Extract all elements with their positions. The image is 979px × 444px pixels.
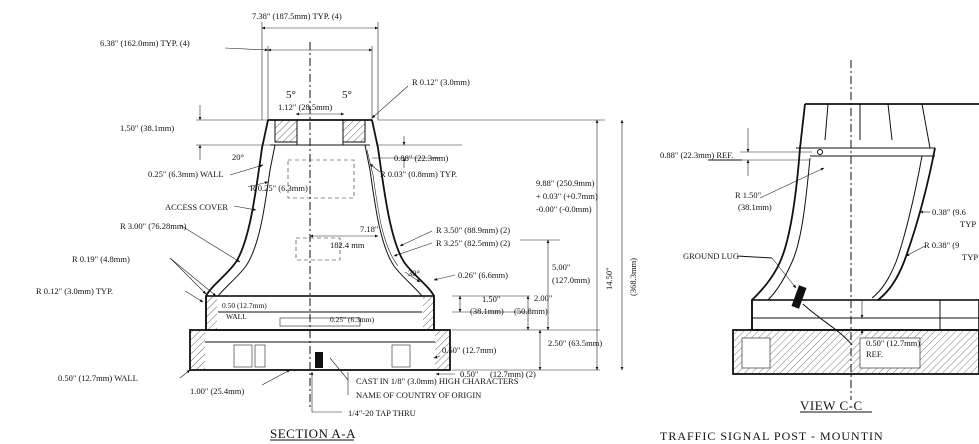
dim-angle-30: 30° (408, 268, 420, 278)
drawing-caption: TRAFFIC SIGNAL POST - MOUNTIN (660, 429, 884, 443)
label-ref: REF. (866, 349, 883, 359)
note-tap: 1/4"-20 TAP THRU (348, 408, 416, 418)
dim-1824: 182.4 mm (330, 240, 365, 250)
dim-radius-325: R 3.25" (82.5mm) (2) (436, 238, 510, 248)
dim-150b: 1.50" (482, 294, 500, 304)
dim-1450: 14.50" (604, 267, 614, 290)
top-head (268, 119, 372, 146)
dim-127-2: (12.7mm) (2) (490, 369, 536, 379)
dim-top-width: 7.38" (187.5mm) TYP. (4) (252, 11, 342, 21)
label-typ-2: TYP (962, 252, 978, 262)
section-a-dimensions (169, 22, 624, 413)
dim-radius-top: R 0.12" (3.0mm) (412, 77, 470, 87)
label-ground-lug: GROUND LUG (683, 251, 739, 261)
note-cast-2: NAME OF COUNTRY OF ORIGIN (356, 390, 481, 400)
dim-ref-088: 0.88" (22.3mm) REF. (660, 150, 733, 160)
dim-radius-300: R 3.00" (76.28mm) (120, 221, 186, 231)
dim-050-2: 0.50" (460, 369, 478, 379)
dim-100: 1.00" (25.4mm) (190, 386, 244, 396)
bell-outer-left (205, 119, 269, 330)
dim-718: 7.18" (360, 224, 378, 234)
dim-038: 0.38" (9.6 (932, 207, 966, 217)
dim-angle-left: 5° (286, 89, 296, 101)
dim-wall-050: 0.50 (12.7mm) (222, 301, 267, 310)
section-a-labels: 7.38" (187.5mm) TYP. (4) 6.38" (162.0mm)… (36, 11, 638, 441)
label-wall: WALL (226, 312, 247, 321)
view-c-bell-left (751, 147, 801, 330)
dim-radius-350: R 3.50" (88.9mm) (2) (436, 225, 510, 235)
dim-radius-025: R 0.25" (6.3mm) (250, 183, 308, 193)
dim-radius-150: R 1.50" (735, 190, 761, 200)
view-c-head (796, 103, 979, 157)
dim-200: 2.00" (534, 293, 552, 303)
dim-988: 9.88" (250.9mm) (536, 178, 595, 188)
dim-026: 0.26" (6.6mm) (458, 270, 508, 280)
dim-upper-width: 6.38" (162.0mm) TYP. (4) (100, 38, 190, 48)
label-typ-1: TYP (960, 219, 976, 229)
bell-inner-left (217, 144, 276, 297)
dim-inner-width: 1.12" (28.5mm) (278, 102, 332, 112)
dim-angle-20: 20° (232, 152, 244, 162)
dim-wall-025: 0.25" (6.3mm) WALL (148, 169, 224, 179)
dim-radius-019: R 0.19" (4.8mm) (72, 254, 130, 264)
dim-wall-bottom: 0.50" (12.7mm) WALL (58, 373, 138, 383)
base-lower (189, 329, 451, 371)
dim-angle-right: 5° (342, 89, 352, 101)
title-section-a: SECTION A-A (270, 426, 356, 441)
label-access-cover: ACCESS COVER (165, 202, 228, 212)
bell-outer-right (371, 119, 435, 330)
dim-381: (38.1mm) (470, 306, 504, 316)
dim-050-127: 0.50" (12.7mm) (442, 345, 496, 355)
dim-tol-plus: + 0.03" (+0.7mm) (536, 191, 598, 201)
dim-250: 2.50" (63.5mm) (548, 338, 602, 348)
title-view-c: VIEW C-C (800, 398, 863, 413)
dim-3683: (368.3mm) (628, 258, 638, 296)
dim-500: 5.00" (552, 262, 570, 272)
bell-inner-right (364, 144, 423, 297)
dim-radius-150-mm: (38.1mm) (738, 202, 772, 212)
dim-radius-038: R 0.38" (9 (924, 240, 959, 250)
dim-radius-012: R 0.12" (3.0mm) TYP. (36, 286, 113, 296)
view-c-dimensions (740, 128, 930, 335)
dim-tol-minus: -0.00" (-0.0mm) (536, 204, 592, 214)
dim-1270: (127.0mm) (552, 275, 590, 285)
view-c-base (732, 299, 979, 375)
dim-025b: 0.25" (6.3mm) (330, 315, 375, 324)
dim-050: 0.50" (12.7mm) (866, 338, 920, 348)
note-cast-1: CAST IN 1/8" (3.0mm) HIGH CHARACTERS (356, 376, 519, 386)
view-c-bell-right (877, 147, 936, 301)
view-c-labels: 0.88" (22.3mm) REF. R 1.50" (38.1mm) GRO… (660, 150, 978, 413)
dim-088: 0.88" (22.3mm) (394, 153, 448, 163)
dim-radius-003: R 0.03" (0.8mm) TYP. (380, 169, 457, 179)
view-c-c: 0.88" (22.3mm) REF. R 1.50" (38.1mm) GRO… (660, 60, 979, 413)
dim-508: (50.8mm) (514, 306, 548, 316)
section-a-a: 7.38" (187.5mm) TYP. (4) 6.38" (162.0mm)… (36, 11, 638, 441)
dim-height-top: 1.50" (38.1mm) (120, 123, 174, 133)
